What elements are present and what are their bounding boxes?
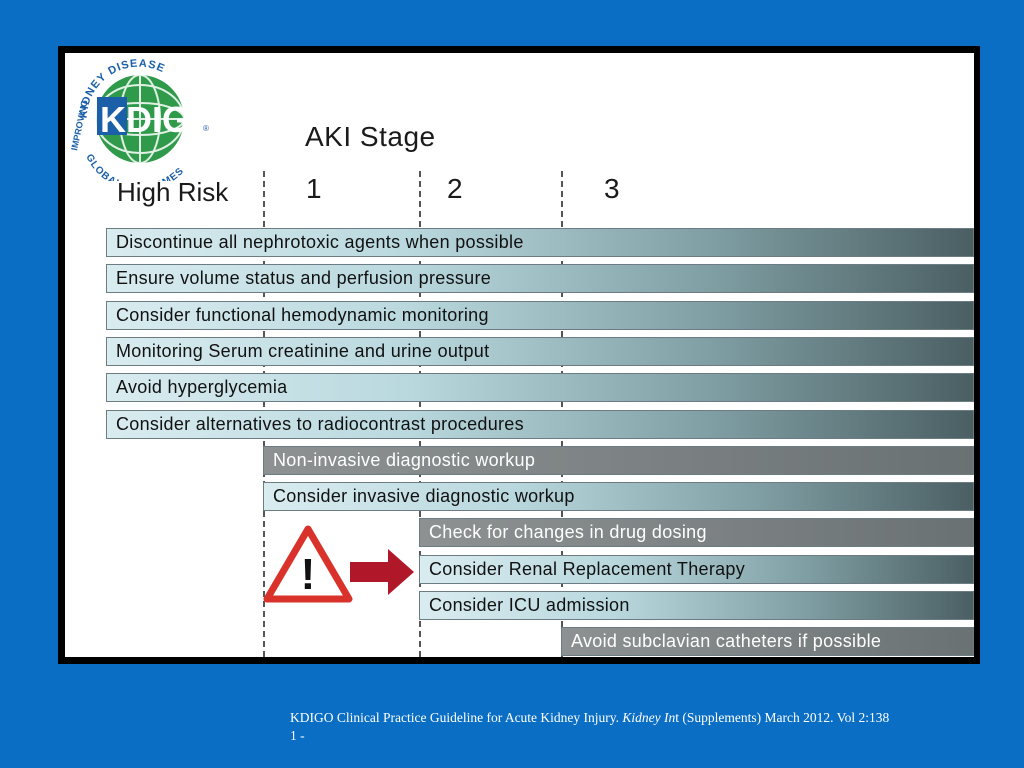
bar-11: Avoid subclavian catheters if possible [561,627,974,657]
column-label-high-risk: High Risk [117,177,229,207]
bar-7: Consider invasive diagnostic workup [263,482,974,512]
logo-k-letter: KDIGO [100,99,217,140]
bar-5: Consider alternatives to radiocontrast p… [106,409,974,439]
column-label-stage-2: 2 [447,173,463,204]
bar-1: Ensure volume status and perfusion press… [106,264,974,294]
bar-10: Consider ICU admission [419,591,974,620]
bar-4: Avoid hyperglycemia [106,373,974,403]
diagram-panel: KDIGO KIDNEY DISEASE GLOBAL OUTCOMES IMP… [65,53,974,657]
kdigo-logo: KDIGO KIDNEY DISEASE GLOBAL OUTCOMES IMP… [69,58,217,181]
warning-glyph: ! [301,550,316,599]
aki-stage-title: AKI Stage [305,121,436,152]
warning-triangle-icon: ! [263,525,353,603]
citation-journal-end: t [675,710,680,725]
column-label-stage-1: 1 [306,173,322,204]
bar-9: Consider Renal Replacement Therapy [419,554,974,584]
bar-2: Consider functional hemodynamic monitori… [106,300,974,330]
bar-8: Check for changes in drug dosing [419,518,974,548]
citation-journal: Kidney In [622,710,676,725]
column-label-stage-3: 3 [604,173,620,204]
citation-footer: KDIGO Clinical Practice Guideline for Ac… [290,709,889,745]
bar-3: Monitoring Serum creatinine and urine ou… [106,336,974,366]
page-number: 1 - [290,728,305,743]
bar-0: Discontinue all nephrotoxic agents when … [106,228,974,257]
logo-arc-left: IMPROVING [69,99,89,151]
logo-registered: ® [203,124,209,133]
bar-6: Non-invasive diagnostic workup [263,445,974,475]
right-arrow-icon [350,549,414,595]
citation-text: KDIGO Clinical Practice Guideline for Ac… [290,710,623,725]
citation-details: (Supplements) March 2012. Vol 2:138 [679,710,890,725]
